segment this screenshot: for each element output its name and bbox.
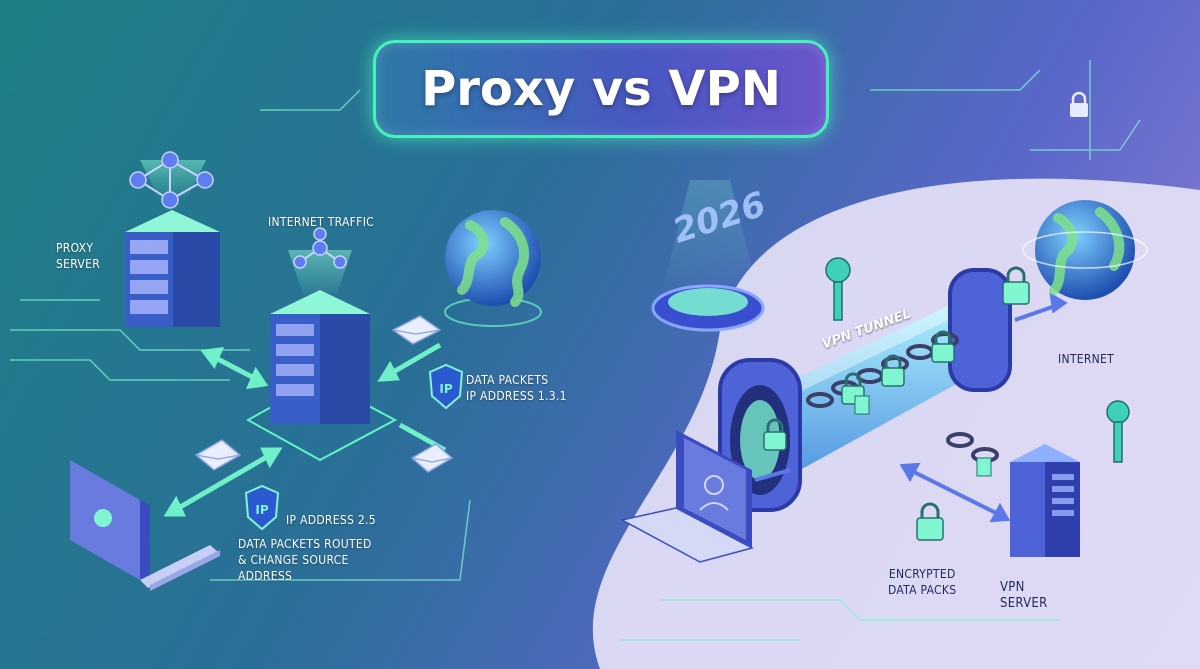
padlock-icon — [1070, 91, 1088, 117]
ip-address-label: IP ADDRESS 2.5 — [286, 513, 376, 527]
internet-label: INTERNET — [1058, 352, 1115, 366]
laptop-icon — [70, 460, 220, 591]
proxy-server-icon — [125, 151, 220, 327]
encrypted-packets-label-line2: DATA PACKS — [888, 583, 957, 597]
routed-packets-label: DATA PACKETS ROUTED & CHANGE SOURCE ADDR… — [238, 536, 372, 584]
proxy-server-label-line1: PROXY — [56, 241, 94, 255]
routed-packets-label-line1: DATA PACKETS ROUTED — [238, 537, 372, 551]
encrypted-packets-label-line1: ENCRYPTED — [888, 567, 956, 581]
ip-shield-icon: IP — [428, 363, 464, 410]
key-icon — [825, 257, 1130, 463]
padlock-icon — [763, 281, 1030, 541]
vpn-server-icon — [1010, 444, 1080, 557]
proxy-server-label: PROXY SERVER — [56, 240, 100, 272]
routed-packets-label-line3: ADDRESS — [238, 569, 293, 583]
routed-packets-label-line2: & CHANGE SOURCE — [238, 553, 349, 567]
vpn-server-label-line2: SERVER — [1000, 596, 1048, 611]
ip-shield-icon: IP — [244, 484, 280, 531]
proxy-server-label-line2: SERVER — [56, 257, 101, 271]
portal-platform-icon — [651, 180, 765, 332]
svg-text:IP: IP — [255, 503, 268, 517]
encrypted-packets-label: ENCRYPTED DATA PACKS — [888, 566, 956, 598]
internet-traffic-server-icon — [245, 227, 398, 462]
data-packets-label-line1: DATA PACKETS — [466, 373, 549, 387]
globe-icon — [444, 210, 542, 327]
laptop-icon — [619, 430, 755, 563]
data-packets-label-line2: IP ADDRESS 1.3.1 — [466, 389, 567, 403]
vpn-server-label-line1: VPN — [1000, 580, 1025, 595]
vpn-server-label: VPN SERVER — [1000, 580, 1048, 612]
globe-icon — [1022, 200, 1148, 300]
title-banner: Proxy vs VPN — [373, 40, 829, 138]
internet-traffic-label: INTERNET TRAFFIC — [268, 215, 375, 229]
data-packets-label: DATA PACKETS IP ADDRESS 1.3.1 — [466, 372, 567, 404]
page-title: Proxy vs VPN — [421, 61, 781, 117]
document-icon — [854, 395, 992, 477]
circuit-lines — [10, 60, 1141, 641]
svg-text:IP: IP — [439, 382, 452, 396]
vpn-flow-arrows — [754, 292, 1068, 523]
